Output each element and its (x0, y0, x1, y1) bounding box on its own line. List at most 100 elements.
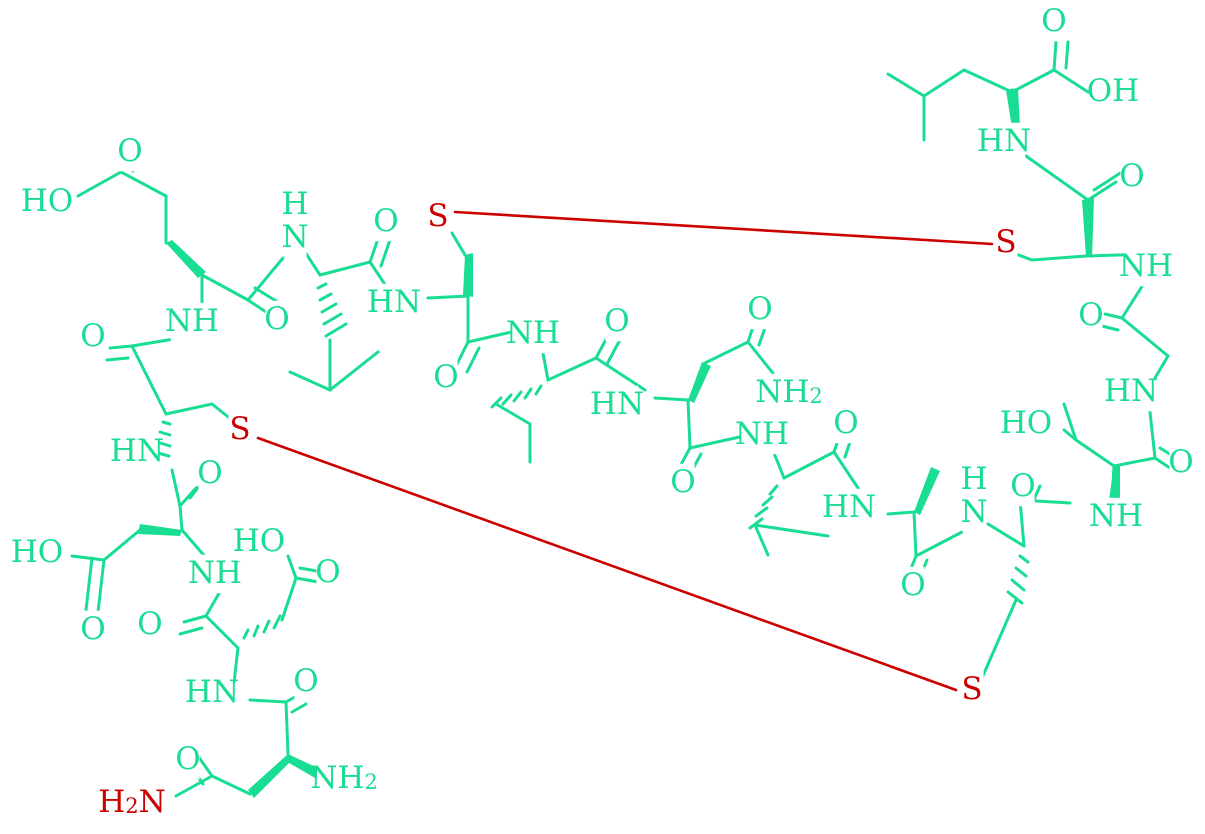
bond-cysc-co-nleu (1024, 154, 1090, 202)
atom-label-knockout (1124, 247, 1168, 287)
bond-leuterm-cg-cd1 (886, 72, 926, 98)
atom-label-o-ile: O (604, 303, 630, 342)
atom-label-o-asp2: O (137, 605, 163, 645)
atom-label-knockout (1109, 372, 1153, 412)
atom-label-text: S (961, 671, 982, 707)
bond-cysa-co-nile (466, 328, 522, 344)
atom-label-knockout (190, 673, 234, 713)
atom-label-o-asp1: O (197, 455, 223, 494)
atom-label-knockout (1120, 157, 1144, 197)
atom-label-knockout (434, 358, 458, 398)
atom-label-o-asp2-side: O (315, 554, 341, 593)
wedge-asnterm-ca-n (284, 754, 326, 782)
atom-label-text: O (373, 203, 398, 239)
atom-label-h2n-asn-term-side: H2N (98, 784, 166, 823)
bond-cysa-s-cb (450, 231, 467, 257)
wedge-thr-ca-n (1108, 464, 1120, 508)
atom-label-knockout (118, 132, 142, 172)
bond-ala-co-ncys (914, 530, 964, 558)
bond-thr-co-o1 (1153, 456, 1172, 470)
disulfide-bridges (256, 210, 994, 692)
bond-asp1-cg-oh (70, 554, 106, 562)
atom-label-hn-ala: HN (822, 489, 876, 528)
bond-asp1-cb-cg (102, 528, 142, 562)
bond-thr-ca-co (1112, 456, 1157, 468)
bond-leuterm-cb-cg (922, 68, 966, 98)
hash-asp2-ca-cb (242, 614, 282, 640)
atom-label-knockout (901, 566, 925, 606)
bond-leuterm-ca-co (1010, 68, 1056, 94)
bond-asn-cb-cg (703, 340, 750, 365)
wedge-glu-cb-ca (166, 240, 206, 278)
atom-label-knockout (1169, 443, 1193, 483)
atom-label-s-cys-left: S (228, 410, 252, 450)
atom-label-text: NH (1089, 498, 1143, 534)
atom-label-text: O (1078, 297, 1103, 333)
atom-label-knockout (228, 410, 252, 450)
atom-label-knockout (962, 493, 986, 533)
atom-label-hn-asn: HN (590, 386, 644, 425)
atom-label-o-asn-main: O (670, 463, 696, 503)
atom-label-text: O (1041, 3, 1066, 39)
bond-cysc-co-o2 (1092, 170, 1124, 192)
atom-label-knockout (1004, 404, 1048, 444)
atom-label-s-cys-c: S (994, 224, 1018, 263)
bond-ile-n-ca (540, 346, 550, 382)
atom-label-knockout (962, 460, 986, 500)
atom-label-nh-thr: NH (1089, 498, 1143, 537)
bond-asn-n-ca (653, 396, 690, 402)
atom-label-knockout (1011, 467, 1035, 507)
atom-label-o-cys1-left: O (80, 317, 106, 357)
atom-label-knockout (81, 317, 105, 357)
bond-thr-cb-cg (1062, 402, 1078, 442)
atom-label-h-leu1-top: H (281, 186, 309, 225)
bond-asp2-cg-oh (286, 554, 298, 580)
atom-label-text: NH (735, 416, 789, 452)
bond-asnterm-co-o2 (290, 702, 308, 714)
bond-leu1-cg-cd2 (328, 350, 380, 392)
atom-label-text: O (197, 455, 222, 491)
atom-label-knockout (105, 783, 159, 823)
bond-cysc-cb-s (1014, 252, 1034, 262)
atom-label-knockout (827, 488, 871, 528)
atom-label-knockout (1042, 2, 1066, 42)
bond-network (70, 40, 1178, 798)
atom-label-knockout (193, 554, 237, 594)
atom-label-text: O (1168, 444, 1193, 480)
bond-ile-cb-cg (494, 402, 532, 426)
atom-label-o-leu1-carbonyl: O (373, 203, 399, 242)
bond-leu1-co-o2 (379, 235, 393, 268)
atom-label-o-cys-a: O (433, 358, 459, 398)
atom-label-text: N (960, 494, 987, 530)
atom-label-o-leu-term: O (1041, 2, 1067, 42)
atom-label-o-val: O (833, 405, 859, 444)
atom-label-text: O (80, 611, 105, 647)
atom-label-hn-asn-term: HN (185, 674, 239, 713)
atom-label-nh-asp1: NH (188, 555, 242, 594)
atom-label-text: O (1119, 158, 1144, 194)
atom-label-h-cys-b-top: H (960, 460, 988, 500)
atom-label-text: H (281, 186, 308, 222)
atom-label-text: HN (590, 386, 644, 422)
wedge-ala-ca-cb (914, 467, 940, 515)
bond-asp2-co-ca (204, 614, 240, 650)
bond-gly-co-o2 (1100, 324, 1120, 332)
bond-ho-c (76, 170, 123, 198)
atom-label-ho-asp1: HO (11, 534, 63, 573)
atom-label-text: O (293, 663, 318, 699)
bond-asnterm-cb-cg (210, 774, 252, 796)
atom-label-hn-leu1: HN (367, 284, 421, 323)
atom-label-knockout (748, 290, 772, 330)
atom-label-knockout (671, 463, 695, 503)
atom-label-knockout (1091, 72, 1135, 112)
bond-leu1-ca-co (318, 260, 372, 277)
atom-label-n-leu1: N (281, 219, 309, 258)
atom-label-text: O (900, 567, 925, 603)
wedge-asnterm-ca-cb (248, 754, 292, 798)
bond-thr-co-ngly (1148, 410, 1157, 460)
atom-label-text: OH (1087, 73, 1139, 109)
atom-label-oh-leu-term: OH (1087, 73, 1139, 112)
atom-label-nh-ile: NH (506, 315, 560, 354)
atom-label-knockout (138, 605, 162, 645)
